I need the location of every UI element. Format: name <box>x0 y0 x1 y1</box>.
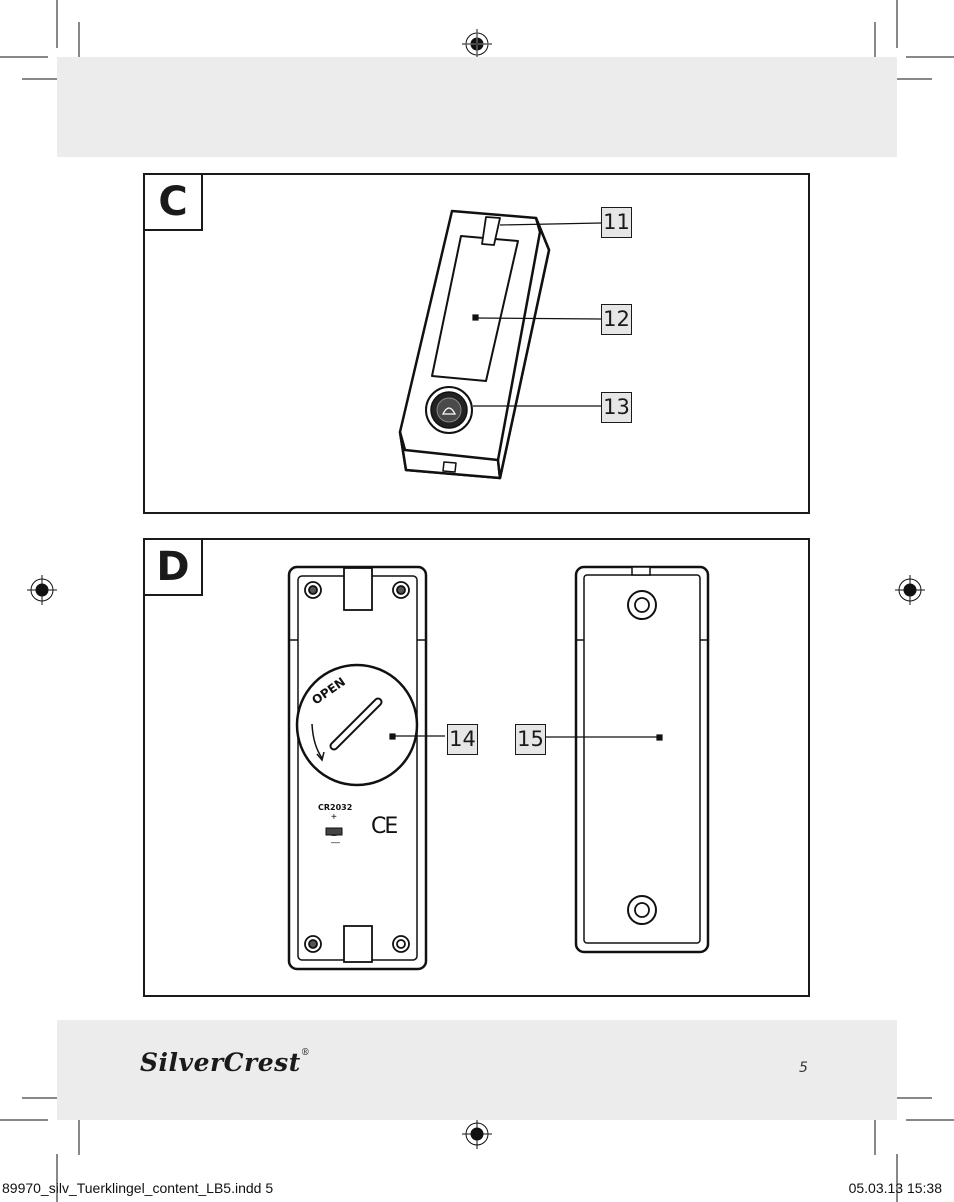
callout-12: 12 <box>601 304 632 335</box>
callout-11: 11 <box>601 207 632 238</box>
bell-icon <box>472 222 602 407</box>
callout-14: 14 <box>447 724 478 755</box>
battery-minus-sign: — <box>331 837 340 847</box>
print-slug-file: 89970_silv_Tuerklingel_content_LB5.indd … <box>2 1180 274 1196</box>
doorbell-front-illustration <box>398 209 602 480</box>
figure-d-panel: D <box>143 538 810 997</box>
page-number: 5 <box>799 1060 808 1076</box>
battery-type-label: CR2032 <box>318 803 353 812</box>
header-band <box>57 57 897 157</box>
figure-c-label: C <box>145 175 203 231</box>
callout-13: 13 <box>601 392 632 423</box>
battery-symbol-icon <box>325 827 343 836</box>
doorbell-button <box>425 386 473 434</box>
figure-c-panel: C 11 12 13 <box>143 173 810 514</box>
callout-15: 15 <box>515 724 546 755</box>
ce-mark: CE <box>371 814 398 839</box>
silvercrest-logo: SilverCrest® <box>140 1048 311 1077</box>
battery-plus-sign: + <box>331 812 337 823</box>
battery-lid <box>295 663 419 787</box>
registration-mark-icon <box>462 29 492 59</box>
figure-d-label: D <box>145 540 203 596</box>
doorbell-back-illustration <box>287 565 710 971</box>
footer-band <box>57 1020 897 1120</box>
print-slug-timestamp: 05.03.13 15:38 <box>848 1180 942 1196</box>
